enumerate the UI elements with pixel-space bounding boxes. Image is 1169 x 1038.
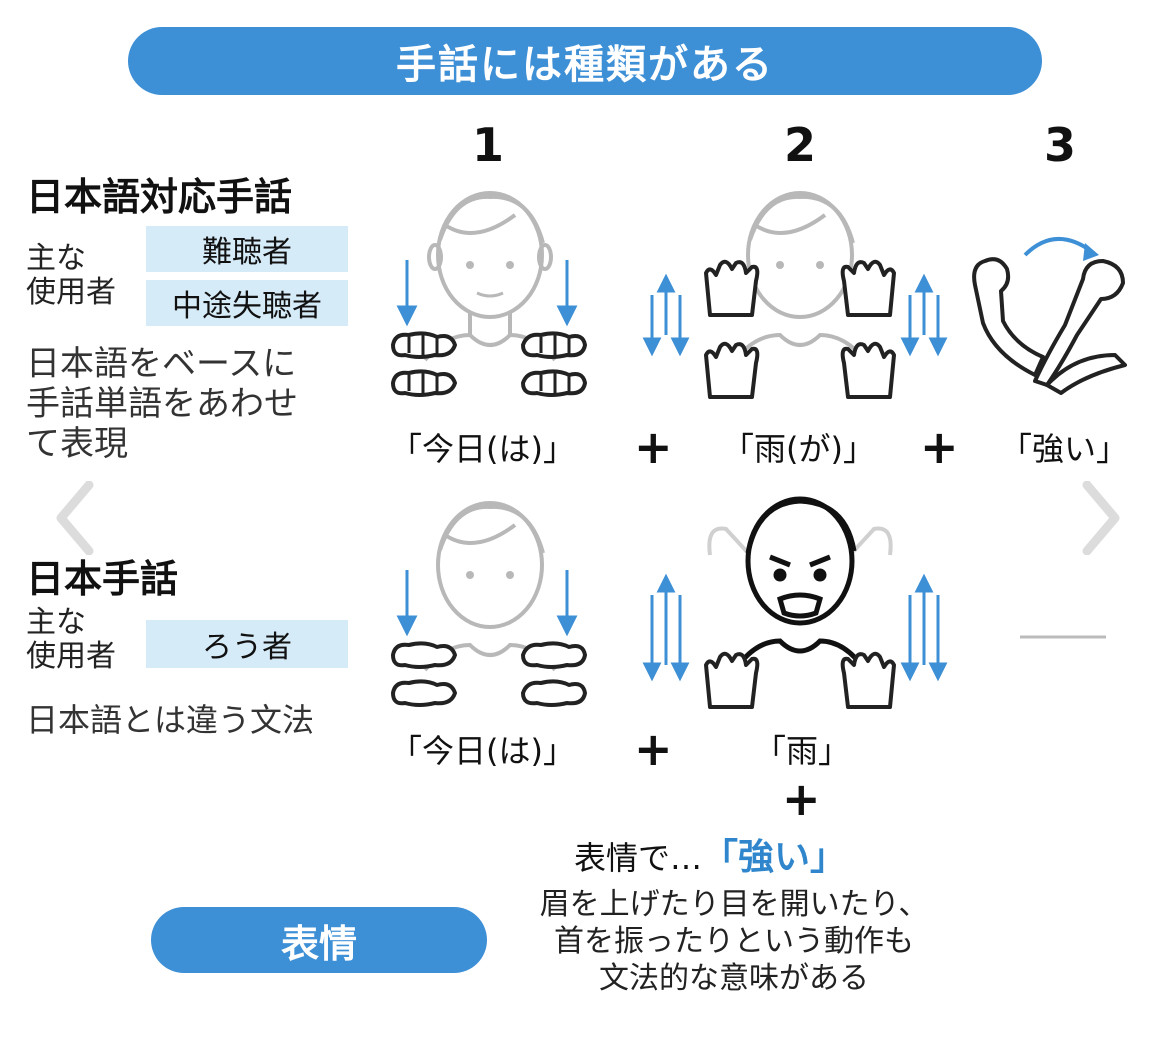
user-badge: 中途失聴者 (146, 280, 348, 326)
plus-sign: + (782, 772, 821, 826)
caption-strong: 「強い」 (1000, 430, 1129, 468)
section1-heading: 日本語対応手話 (26, 175, 293, 219)
step-number-2: 2 (784, 118, 817, 172)
caption-rain: 「雨(が)」 (722, 430, 875, 468)
sign-rain-expression-illustration (642, 496, 948, 709)
expression-pill-label: 表情 (280, 921, 357, 966)
chevron-left-icon (56, 481, 94, 555)
section1-users-label: 主な 使用者 (26, 241, 116, 310)
section1-description: 日本語をベースに 手話単語をあわせ て表現 (26, 344, 298, 464)
page-title: 手話には種類がある (396, 42, 774, 88)
user-badge: ろう者 (146, 620, 348, 668)
expression-line: 表情で…「強い」 (574, 828, 846, 880)
expression-value: 「強い」 (702, 837, 847, 878)
caption-today: 「今日(は)」 (390, 732, 575, 770)
user-badge: 難聴者 (146, 226, 348, 272)
sign-rain-illustration (642, 191, 948, 399)
section2-users-label: 主な 使用者 (26, 605, 116, 674)
prev-button[interactable] (50, 478, 100, 558)
sign-today-illustration (391, 191, 587, 397)
next-button[interactable] (1076, 478, 1126, 558)
section2-heading: 日本手話 (26, 557, 179, 601)
section2-description: 日本語とは違う文法 (26, 701, 315, 739)
caption-rain: 「雨」 (754, 732, 851, 770)
plus-sign: + (920, 420, 959, 474)
empty-step-dash (1020, 635, 1106, 639)
step-number-3: 3 (1044, 118, 1077, 172)
plus-sign: + (634, 722, 673, 776)
chevron-right-icon (1082, 481, 1120, 555)
expression-pill: 表情 (151, 907, 487, 973)
plus-sign: + (634, 420, 673, 474)
caption-today: 「今日(は)」 (390, 430, 575, 468)
title-banner: 手話には種類がある (128, 27, 1042, 95)
sign-strong-illustration (972, 236, 1127, 395)
expression-note: 眉を上げたり目を開いたり、 首を振ったりという動作も 文法的な意味がある (539, 887, 929, 996)
sign-today-illustration (391, 501, 587, 707)
expression-prefix: 表情で… (574, 839, 703, 877)
step-number-1: 1 (472, 118, 505, 172)
